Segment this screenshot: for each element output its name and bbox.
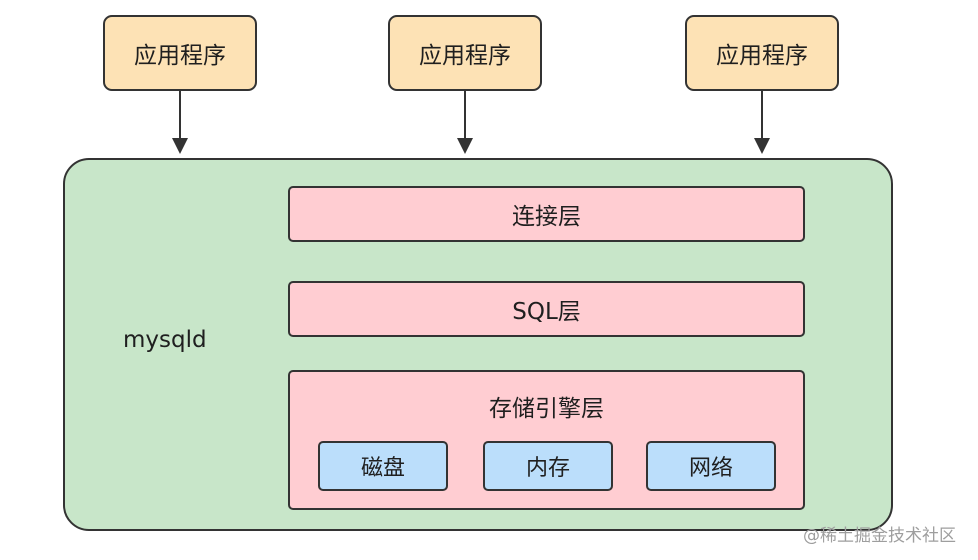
- application-node-3: 应用程序: [685, 15, 839, 91]
- storage-item-disk: 磁盘: [318, 441, 448, 491]
- connection-layer: 连接层: [288, 186, 805, 242]
- storage-item-network: 网络: [646, 441, 776, 491]
- sql-layer-label: SQL层: [512, 299, 581, 325]
- storage-item-memory: 内存: [483, 441, 613, 491]
- application-label: 应用程序: [134, 43, 226, 69]
- storage-engine-layer: 存储引擎层 磁盘 内存 网络: [288, 370, 805, 510]
- connection-layer-label: 连接层: [512, 204, 581, 230]
- application-label: 应用程序: [419, 43, 511, 69]
- watermark: @稀土掘金技术社区: [803, 526, 956, 546]
- storage-item-label: 网络: [688, 456, 733, 481]
- storage-engine-layer-label: 存储引擎层: [489, 396, 604, 422]
- storage-item-label: 内存: [525, 456, 570, 481]
- application-label: 应用程序: [716, 43, 808, 69]
- application-node-1: 应用程序: [103, 15, 257, 91]
- storage-item-label: 磁盘: [360, 456, 405, 481]
- mysqld-label: mysqld: [123, 327, 207, 353]
- application-node-2: 应用程序: [388, 15, 542, 91]
- sql-layer: SQL层: [288, 281, 805, 337]
